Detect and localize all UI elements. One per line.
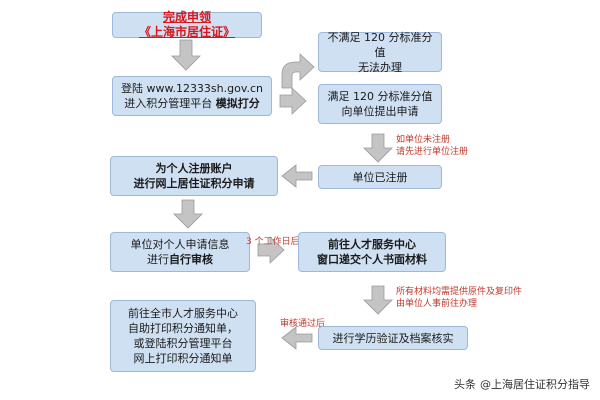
step-login-line2-bold: 模拟打分	[215, 97, 260, 110]
note-materials-line2: 由单位人事前往办理	[396, 299, 478, 309]
step-unit-review-line1: 单位对个人申请信息	[130, 238, 230, 251]
step-unit-registered: 单位已注册	[318, 165, 442, 189]
step-print-line2: 自助打印积分通知单，	[128, 322, 238, 335]
step-unit-review-line2-normal: 进行	[147, 253, 169, 266]
step-verify-text: 进行学历验证及档案核实	[332, 331, 454, 345]
note-materials: 所有材料均需提供原件及复印件 由单位人事前往办理	[396, 286, 522, 310]
arrow-left-1	[281, 164, 313, 188]
step-verify: 进行学历验证及档案核实	[318, 326, 468, 350]
step-submit-materials: 前往人才服务中心 窗口递交个人书面材料	[298, 232, 446, 272]
step-submit-line2: 窗口递交个人书面材料	[317, 253, 427, 266]
step-meet-line1: 满足 120 分标准分值	[327, 90, 433, 103]
arrow-right-2	[257, 236, 285, 264]
note-unit-not-registered: 如单位未注册 请先进行单位注册	[396, 134, 468, 158]
note-unit-not-registered-line2: 请先进行单位注册	[396, 147, 469, 157]
step-meet: 满足 120 分标准分值 向单位提出申请	[318, 84, 442, 124]
arrow-down-3	[173, 199, 203, 229]
step-print-line4: 网上打印积分通知单	[133, 352, 233, 365]
arrow-down-2	[363, 133, 393, 163]
step-register-account-line1: 为个人注册账户	[155, 162, 233, 175]
step-not-meet: 不满足 120 分标准分值 无法办理	[318, 30, 442, 74]
arrow-curve-up	[281, 53, 315, 89]
step-submit-line1: 前往人才服务中心	[328, 238, 416, 251]
step-login-line1: 登陆 www.12333sh.gov.cn	[120, 82, 264, 95]
arrow-down-4	[363, 285, 393, 315]
step-complete-highlight: 《上海市居住证》	[138, 25, 235, 39]
step-unit-registered-text: 单位已注册	[352, 170, 408, 184]
watermark-prefix: 头条	[454, 378, 476, 391]
note-unit-not-registered-line1: 如单位未注册	[396, 135, 451, 145]
watermark: 头条 @上海居住证积分指导	[454, 376, 590, 392]
step-meet-line2: 向单位提出申请	[341, 105, 419, 118]
note-approved: 审核通过后	[280, 319, 326, 329]
arrow-left-2	[281, 326, 313, 350]
step-unit-review-line2-bold: 自行审核	[169, 253, 213, 266]
step-complete-permit: 完成申领《上海市居住证》	[112, 10, 262, 39]
step-register-account: 为个人注册账户 进行网上居住证积分申请	[110, 156, 278, 196]
arrow-right-1	[279, 87, 307, 115]
step-print-notice: 前往全市人才服务中心 自助打印积分通知单， 或登陆积分管理平台 网上打印积分通知…	[110, 300, 256, 372]
note-materials-line1: 所有材料均需提供原件及复印件	[396, 287, 523, 297]
step-complete-prefix: 完成申领	[162, 10, 211, 24]
step-register-account-line2: 进行网上居住证积分申请	[133, 177, 255, 190]
step-not-meet-line2: 无法办理	[358, 60, 402, 74]
step-print-line1: 前往全市人才服务中心	[128, 307, 238, 320]
step-not-meet-line1: 不满足 120 分标准分值	[327, 30, 433, 59]
arrow-down-1	[171, 39, 201, 71]
step-print-line3: 或登陆积分管理平台	[133, 337, 233, 350]
watermark-account: @上海居住证积分指导	[480, 378, 590, 391]
step-login-line2-normal: 进入积分管理平台	[124, 97, 213, 110]
step-unit-review: 单位对个人申请信息 进行自行审核	[110, 232, 250, 272]
note-three-days: 3 个工作日后	[246, 237, 300, 247]
step-login-simulate: 登陆 www.12333sh.gov.cn 进入积分管理平台 模拟打分	[112, 76, 272, 116]
